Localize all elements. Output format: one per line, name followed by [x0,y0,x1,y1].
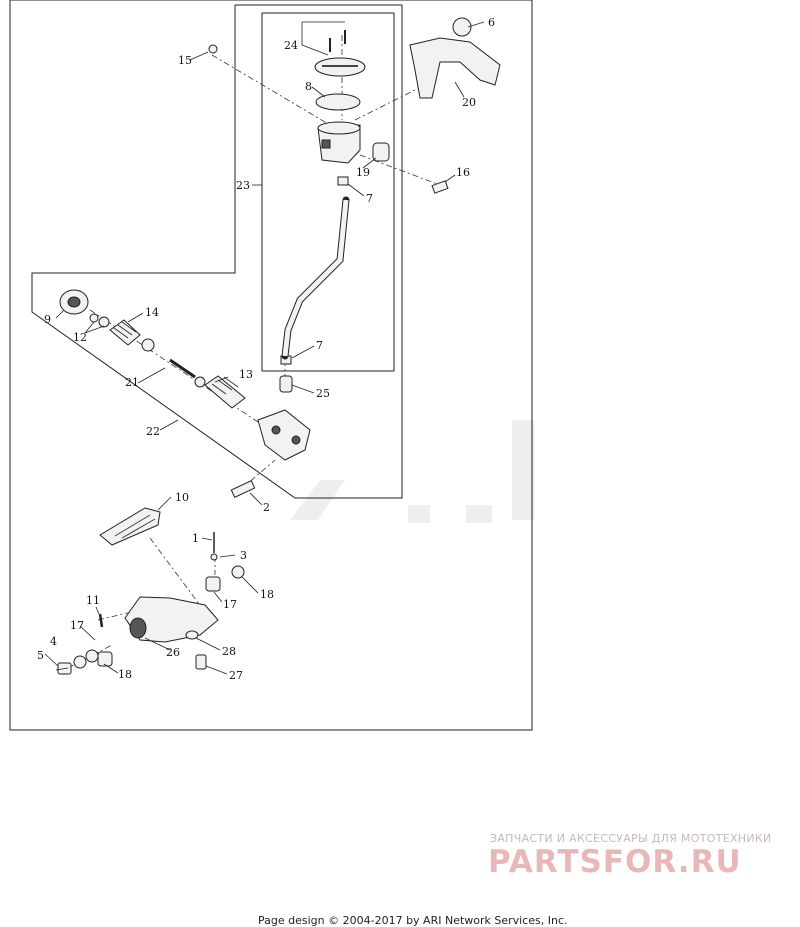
callout-3: 3 [240,549,247,562]
footer-copyright: Page design © 2004-2017 by ARI Network S… [258,914,568,927]
leader-lines [44,21,485,675]
callout-15: 15 [178,54,192,67]
reservoir-cover-24 [314,30,366,77]
bolt-16 [431,180,449,194]
callout-5: 5 [37,649,44,662]
callout-4: 4 [50,635,57,648]
callout-24: 24 [284,39,298,52]
master-cylinder-body [257,409,311,461]
diaphragm-8 [315,93,361,111]
callout-23: 23 [236,179,250,192]
callout-2: 2 [263,501,270,514]
callout-19: 19 [356,166,370,179]
washer-28 [185,630,199,640]
callout-17-upper: 17 [223,598,237,611]
callout-14: 14 [145,306,159,319]
background-watermark [290,420,534,523]
callout-13: 13 [239,368,253,381]
callout-18-lower: 18 [118,668,132,681]
assembly-bracket-22 [31,4,403,499]
washer-4 [73,655,87,669]
watermark-tagline: ЗАПЧАСТИ И АКСЕССУАРЫ ДЛЯ МОТОТЕХНИКИ [490,832,772,845]
callout-6: 6 [488,16,495,29]
reservoir-hose [281,196,350,360]
callout-10: 10 [175,491,189,504]
callout-22: 22 [146,425,160,438]
bushing-17-lower [97,651,113,667]
bolt-2 [230,480,256,498]
callout-12: 12 [73,331,87,344]
callout-labels: 6 15 24 8 20 19 16 7 23 7 25 9 12 14 21 … [37,16,495,682]
boot-9 [59,289,89,315]
diagram-frame [9,0,533,731]
callout-28: 28 [222,645,236,658]
callout-9: 9 [44,313,51,326]
fitting-25 [279,375,293,393]
bushing-17-upper [205,576,221,592]
callout-21: 21 [125,376,139,389]
callout-8: 8 [305,80,312,93]
bolt-27 [195,654,207,670]
callout-16: 16 [456,166,470,179]
screw-11 [98,613,104,628]
washer-3 [210,553,218,561]
callout-11: 11 [86,594,100,607]
oring-15 [208,44,218,54]
bracket-20 [409,37,501,99]
reservoir-body [317,121,361,164]
callout-1: 1 [192,532,199,545]
pushrod-21 [141,338,206,388]
callout-26: 26 [166,646,180,659]
watermark-logo: PARTSFOR.RU [488,844,742,880]
center-lines [67,35,441,669]
brake-pedal-26 [124,596,219,643]
callout-27: 27 [229,669,243,682]
grommet-19 [372,142,390,162]
ring-12a [89,313,99,323]
washer-18-upper [231,565,245,579]
callout-7-lower: 7 [316,339,323,352]
footpeg-rubber-10 [99,507,161,546]
cap-6 [452,17,472,37]
clamp-7-upper [337,176,349,186]
spring-13 [204,375,246,409]
callout-7-upper: 7 [366,192,373,205]
assembly-bracket-23 [261,12,395,372]
callout-18-upper: 18 [260,588,274,601]
callout-17-lower: 17 [70,619,84,632]
spring-14 [109,319,141,346]
callout-20: 20 [462,96,476,109]
washer-18-lower [85,649,99,663]
callout-25: 25 [316,387,330,400]
ring-12b [98,316,110,328]
